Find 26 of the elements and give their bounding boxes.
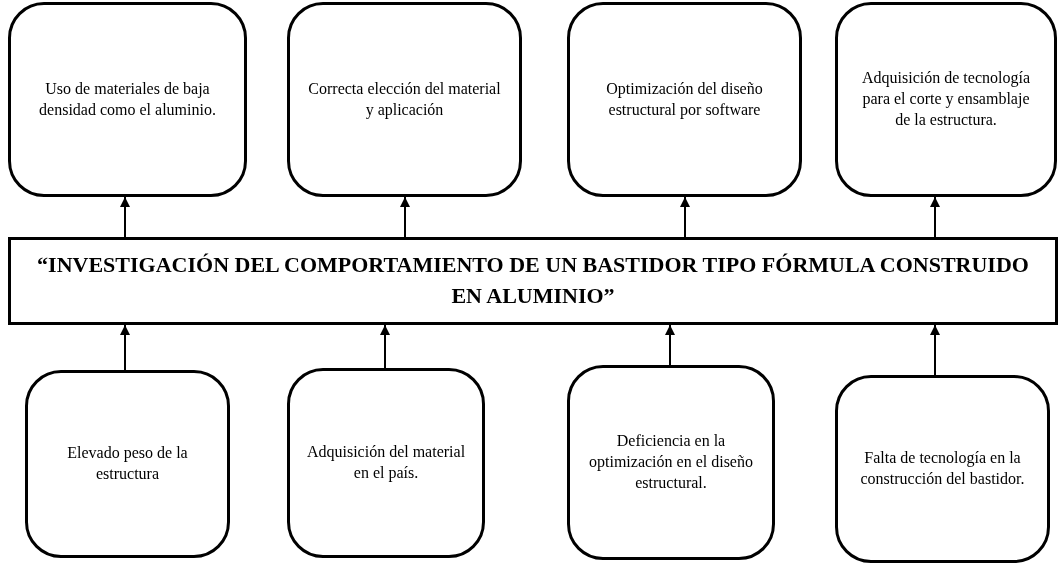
box-text: Adquisición de tecnología para el corte y ensamblaje de la estructura. bbox=[861, 68, 1031, 130]
box-text: Adquisición del material en el país. bbox=[306, 442, 466, 484]
box-text: Deficiencia en la optimización en el diseño estructural. bbox=[588, 431, 754, 493]
arrow bbox=[930, 196, 940, 238]
rounded-box bbox=[567, 2, 802, 197]
box-text: Uso de materiales de baja densidad como el aluminio. bbox=[38, 78, 217, 120]
rounded-box bbox=[835, 2, 1057, 197]
rounded-box bbox=[25, 370, 230, 558]
title-box bbox=[8, 237, 1058, 325]
arrow bbox=[120, 324, 130, 371]
arrow bbox=[400, 196, 410, 238]
arrow bbox=[120, 196, 130, 238]
rounded-box bbox=[835, 375, 1050, 563]
arrow bbox=[380, 324, 390, 369]
arrow bbox=[665, 324, 675, 366]
rounded-box bbox=[287, 2, 522, 197]
box-text: Falta de tecnología en la construcción del bastidor. bbox=[859, 448, 1026, 489]
arrow bbox=[680, 196, 690, 238]
arrow bbox=[930, 324, 940, 376]
box-text: Correcta elección del material y aplicación bbox=[307, 78, 502, 121]
box-text: “INVESTIGACIÓN DEL COMPORTAMIENTO DE UN BASTIDOR TIPO FÓRMULA CONSTRUIDO EN ALUMINIO” bbox=[36, 251, 1030, 310]
box-text: Optimización del diseño estructural por software bbox=[605, 78, 764, 121]
box-text: Elevado peso de la estructura bbox=[66, 443, 189, 484]
rounded-box bbox=[287, 368, 485, 558]
rounded-box bbox=[567, 365, 775, 560]
rounded-box bbox=[8, 2, 247, 197]
